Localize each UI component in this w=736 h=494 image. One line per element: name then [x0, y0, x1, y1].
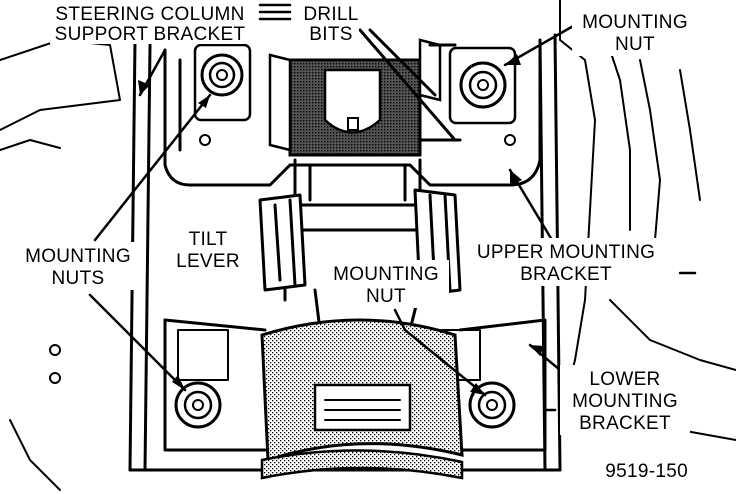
leader-upper-bracket [508, 168, 557, 247]
mounting-nut-upper-left [200, 53, 244, 97]
svg-text:MOUNTING: MOUNTING [582, 12, 688, 33]
label-lower-mounting-bracket: LOWER MOUNTING BRACKET [560, 365, 690, 435]
arrow-mounting-nuts-a [198, 95, 210, 108]
svg-text:9519-150: 9519-150 [605, 461, 688, 482]
svg-text:NUTS: NUTS [52, 268, 105, 289]
svg-text:BRACKET: BRACKET [579, 413, 671, 434]
arrow-lower-bracket [530, 345, 544, 356]
arrow-upper-bracket [510, 170, 522, 186]
drill-bits [358, 28, 462, 142]
svg-text:TILT: TILT [189, 229, 228, 250]
leader-mounting-nut-mid [393, 308, 487, 397]
label-mounting-nut-top: MOUNTING NUT [572, 8, 698, 56]
arrow-mounting-nuts-b [172, 375, 185, 390]
arrow-mounting-nut-mid [470, 383, 485, 395]
column-capsule-upper [268, 38, 442, 157]
leader-lines [88, 23, 577, 397]
lower-mounting-bracket [163, 318, 547, 452]
svg-text:BITS: BITS [309, 24, 352, 45]
svg-text:NUT: NUT [366, 286, 406, 307]
svg-text:MOUNTING: MOUNTING [25, 246, 131, 267]
svg-text:MOUNTING: MOUNTING [572, 391, 678, 412]
svg-text:DRILL: DRILL [303, 4, 358, 25]
label-dashes [258, 3, 697, 412]
mounting-nut-lower-left [174, 381, 222, 429]
leader-mounting-nuts-a [93, 93, 212, 242]
label-tilt-lever: TILT LEVER [172, 225, 244, 273]
label-mounting-nuts-left: MOUNTING NUTS [14, 242, 142, 290]
arrow-mounting-nut-top [505, 54, 521, 65]
label-upper-mounting-bracket: UPPER MOUNTING BRACKET [470, 238, 662, 286]
svg-text:UPPER MOUNTING: UPPER MOUNTING [477, 242, 655, 263]
label-mounting-nut-middle: MOUNTING NUT [323, 260, 449, 308]
upper-mounting-bracket [163, 43, 542, 187]
figure-id: 9519-150 [605, 461, 688, 482]
svg-text:LOWER: LOWER [589, 369, 660, 390]
mounting-nut-upper-right [459, 61, 507, 109]
svg-text:NUT: NUT [615, 34, 655, 55]
label-steering-column-support-bracket: STEERING COLUMN SUPPORT BRACKET [50, 0, 250, 45]
label-drill-bits: DRILL BITS [303, 0, 359, 45]
svg-text:MOUNTING: MOUNTING [333, 264, 439, 285]
leader-arrowheads [138, 54, 544, 395]
leader-mounting-nuts-b [88, 293, 187, 392]
svg-text:LEVER: LEVER [176, 251, 240, 272]
svg-text:STEERING COLUMN: STEERING COLUMN [55, 4, 244, 25]
arrow-support-bracket [138, 80, 150, 95]
svg-text:BRACKET: BRACKET [520, 264, 612, 285]
svg-text:SUPPORT BRACKET: SUPPORT BRACKET [55, 24, 246, 45]
column-capsule-lower [260, 318, 464, 480]
